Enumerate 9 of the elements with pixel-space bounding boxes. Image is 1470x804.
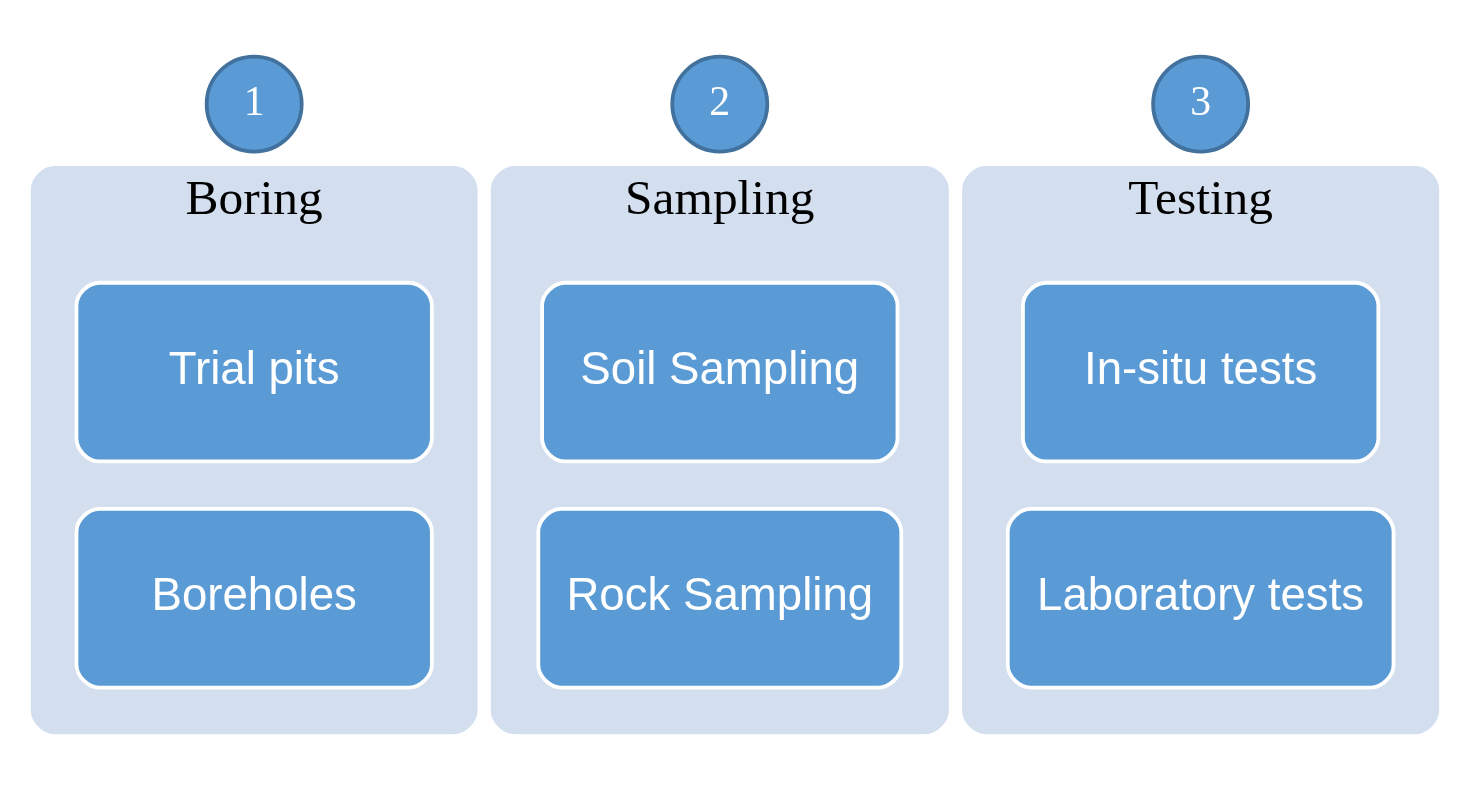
node-box: Soil Sampling: [540, 280, 900, 463]
node-box: In-situ tests: [1021, 280, 1381, 463]
node-circle: 2: [670, 54, 770, 154]
node-circle: 1: [204, 54, 304, 154]
node-box: Rock Sampling: [536, 506, 904, 689]
node-box: Trial pits: [74, 280, 434, 463]
node-box: Boreholes: [74, 506, 434, 689]
node-box: Laboratory tests: [1005, 506, 1396, 689]
node-circle: 3: [1151, 54, 1251, 154]
